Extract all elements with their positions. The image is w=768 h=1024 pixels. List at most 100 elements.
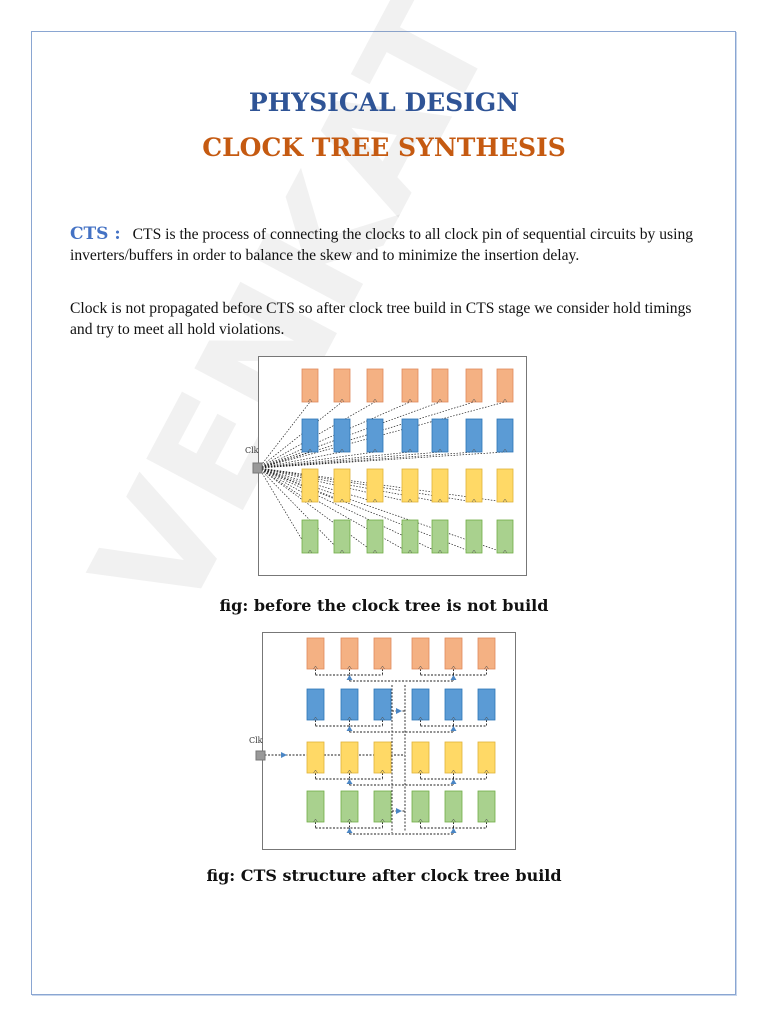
- buffer-arrow: [396, 808, 402, 814]
- flip-flop-cell: [401, 468, 419, 503]
- clock-pin: [451, 769, 456, 774]
- buffer-arrow: [450, 675, 457, 680]
- flip-flop-cell: [306, 741, 325, 774]
- flip-flop-cell: [340, 790, 359, 823]
- clock-wire: [258, 451, 475, 469]
- flip-flop-cell: [411, 790, 430, 823]
- flip-flop-cell: [301, 519, 319, 554]
- clock-wire: [258, 467, 311, 503]
- buffer-arrow: [346, 675, 353, 680]
- flip-flop-cell: [401, 368, 419, 403]
- flip-flop-cell: [477, 790, 496, 823]
- clock-pin: [339, 498, 345, 503]
- clock-pin: [502, 398, 508, 403]
- clock-pin: [407, 549, 413, 554]
- clock-pin: [372, 549, 378, 554]
- flip-flop-cell: [333, 468, 351, 503]
- buffer-arrow: [450, 779, 457, 784]
- clk-label: Clk: [245, 446, 259, 455]
- clock-pin: [339, 398, 345, 403]
- clock-pin: [484, 769, 489, 774]
- flip-flop-cell: [496, 368, 514, 403]
- flip-flop-cell: [340, 637, 359, 670]
- clock-pin: [313, 716, 318, 721]
- flip-flop-cell: [306, 688, 325, 721]
- clock-pin: [418, 716, 423, 721]
- clock-wire: [258, 467, 506, 554]
- clock-pin: [418, 665, 423, 670]
- figure-after-cts: Clk: [249, 632, 516, 850]
- clock-wire: [258, 451, 343, 469]
- clock-pin: [502, 448, 508, 453]
- flip-flop-cell: [431, 519, 449, 554]
- flip-flop-cell: [496, 418, 514, 453]
- clock-pin: [407, 398, 413, 403]
- clock-pin: [451, 716, 456, 721]
- clock-pin: [418, 769, 423, 774]
- buffer-arrow: [450, 828, 457, 833]
- figure-caption-after: fig: CTS structure after clock tree buil…: [206, 866, 562, 885]
- buffer-arrow: [450, 726, 457, 731]
- flip-flop-cell: [431, 368, 449, 403]
- flip-flop-cell: [373, 741, 392, 774]
- buffer-arrow: [346, 779, 353, 784]
- flip-flop-cell: [401, 519, 419, 554]
- buffer-arrow: [396, 708, 402, 714]
- flip-flop-cell: [411, 741, 430, 774]
- clock-pin: [437, 448, 443, 453]
- clock-pin: [437, 549, 443, 554]
- flip-flop-cell: [333, 418, 351, 453]
- flip-flop-cell: [373, 637, 392, 670]
- page-subtitle: CLOCK TREE SYNTHESIS: [202, 133, 566, 162]
- clock-pin: [484, 716, 489, 721]
- clock-wire: [258, 451, 506, 469]
- clock-pin: [347, 769, 352, 774]
- clock-pin: [471, 448, 477, 453]
- clock-pin: [347, 665, 352, 670]
- before-cts-diagram: Clk: [245, 368, 514, 554]
- after-cts-diagram: Clk: [249, 637, 496, 835]
- clock-pin: [471, 549, 477, 554]
- flip-flop-cell: [306, 790, 325, 823]
- flip-flop-cell: [465, 468, 483, 503]
- flip-flop-cell: [431, 418, 449, 453]
- flip-flop-cell: [333, 519, 351, 554]
- page-title: PHYSICAL DESIGN: [248, 88, 520, 117]
- clock-pin: [437, 498, 443, 503]
- clock-pin: [372, 398, 378, 403]
- flip-flop-cell: [366, 519, 384, 554]
- flip-flop-cell: [333, 368, 351, 403]
- flip-flop-cell: [340, 688, 359, 721]
- flip-flop-cell: [477, 688, 496, 721]
- clock-pin: [339, 549, 345, 554]
- clock-wire: [258, 451, 411, 469]
- flip-flop-cell: [411, 688, 430, 721]
- clock-pin: [372, 498, 378, 503]
- flip-flop-cell: [431, 468, 449, 503]
- clock-pin: [471, 398, 477, 403]
- clock-wire: [258, 467, 343, 554]
- flip-flop-cell: [496, 519, 514, 554]
- clock-pin: [307, 398, 313, 403]
- flip-flop-cell: [373, 688, 392, 721]
- flip-flop-cell: [465, 418, 483, 453]
- clock-pin: [418, 818, 423, 823]
- flip-flop-cell: [340, 741, 359, 774]
- clock-pin: [380, 716, 385, 721]
- clock-wire: [258, 451, 311, 469]
- hold-paragraph: Clock is not propagated before CTS so af…: [70, 300, 692, 338]
- clock-pin: [380, 769, 385, 774]
- flip-flop-cell: [444, 637, 463, 670]
- clock-pin: [484, 818, 489, 823]
- buffer-arrow: [346, 828, 353, 833]
- clock-pin: [307, 448, 313, 453]
- flip-flop-cell: [366, 368, 384, 403]
- clock-wire: [258, 467, 411, 554]
- flip-flop-cell: [477, 741, 496, 774]
- flip-flop-cell: [465, 368, 483, 403]
- clock-wire: [258, 451, 441, 469]
- figure-caption-before: fig: before the clock tree is not build: [219, 596, 549, 615]
- clock-wire: [258, 401, 343, 469]
- flip-flop-cell: [301, 418, 319, 453]
- clk-label: Clk: [249, 736, 263, 745]
